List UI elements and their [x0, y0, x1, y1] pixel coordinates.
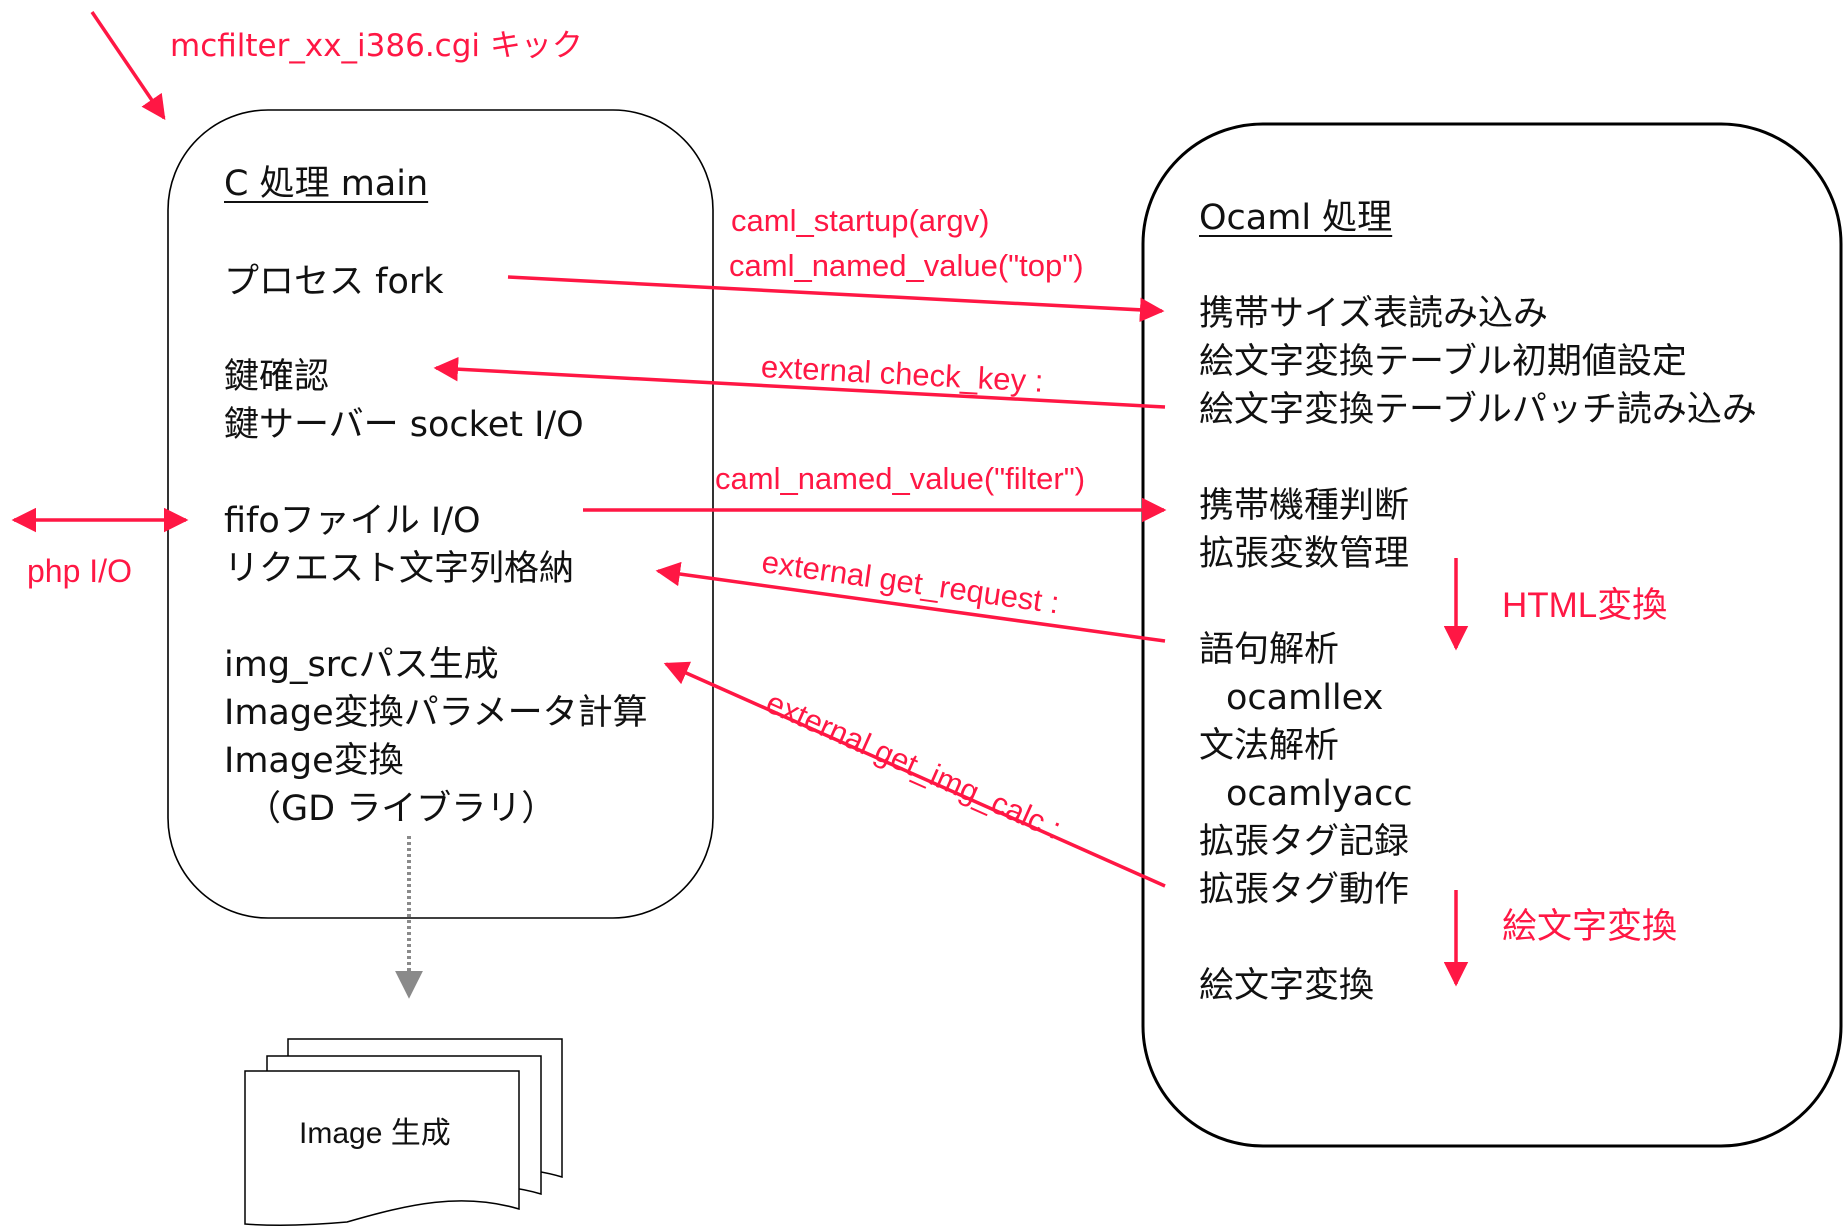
ocaml-line-ocamlyacc: ocamlyacc: [1226, 774, 1413, 814]
c-line-img-convert: Image変換: [224, 741, 404, 781]
ocaml-line-lexer: 語句解析: [1199, 630, 1340, 670]
kick-label: mcfilter_xx_i386.cgi キック: [170, 28, 583, 64]
get-img-calc-arrow: [663, 661, 1166, 888]
ocaml-line-model: 携帯機種判断: [1199, 486, 1410, 526]
image-document-stack: [244, 1038, 563, 1227]
ocaml-line-parser: 文法解析: [1199, 726, 1340, 766]
get-request-arrow: [655, 561, 1166, 643]
ocaml-line-ocamllex: ocamllex: [1226, 678, 1384, 718]
c-line-img-params: Image変換パラメータ計算: [224, 693, 648, 733]
ocaml-line-tag-record: 拡張タグ記録: [1199, 822, 1410, 862]
c-line-fifo: fifoファイル I/O: [224, 501, 481, 541]
html-convert-label: HTML変換: [1502, 586, 1668, 625]
ocaml-line-emoji-patch: 絵文字変換テーブルパッチ読み込み: [1199, 390, 1757, 430]
c-box-title: C 処理 main: [224, 164, 429, 204]
ocaml-line-emoji-convert: 絵文字変換: [1199, 966, 1375, 1006]
ocaml-line-tag-action: 拡張タグ動作: [1199, 870, 1410, 910]
ocaml-line-size-table: 携帯サイズ表読み込み: [1199, 294, 1548, 334]
c-line-key-check: 鍵確認: [224, 357, 330, 397]
kick-arrow: [90, 11, 166, 121]
startup-arrow: [507, 275, 1165, 323]
label-named-value-filter: caml_named_value("filter"): [715, 461, 1086, 496]
c-line-fork: プロセス fork: [224, 262, 444, 302]
image-generation-label: Image 生成: [299, 1117, 451, 1150]
ocaml-box-title: Ocaml 処理: [1199, 198, 1393, 238]
c-line-request: リクエスト文字列格納: [224, 549, 575, 589]
php-io-label: php I/O: [27, 553, 132, 589]
c-line-key-socket: 鍵サーバー socket I/O: [224, 405, 584, 445]
check-key-arrow: [433, 356, 1166, 409]
ocaml-process-box: [1141, 122, 1843, 1148]
c-line-gd-library: （GD ライブラリ）: [246, 789, 557, 829]
label-named-value-top: caml_named_value("top"): [729, 248, 1084, 283]
label-caml-startup: caml_startup(argv): [731, 203, 990, 238]
emoji-convert-label: 絵文字変換: [1502, 907, 1678, 947]
ocaml-line-ext-vars: 拡張変数管理: [1199, 534, 1410, 574]
c-line-img-src: img_srcパス生成: [224, 645, 499, 685]
ocaml-line-emoji-init: 絵文字変換テーブル初期値設定: [1199, 342, 1687, 382]
